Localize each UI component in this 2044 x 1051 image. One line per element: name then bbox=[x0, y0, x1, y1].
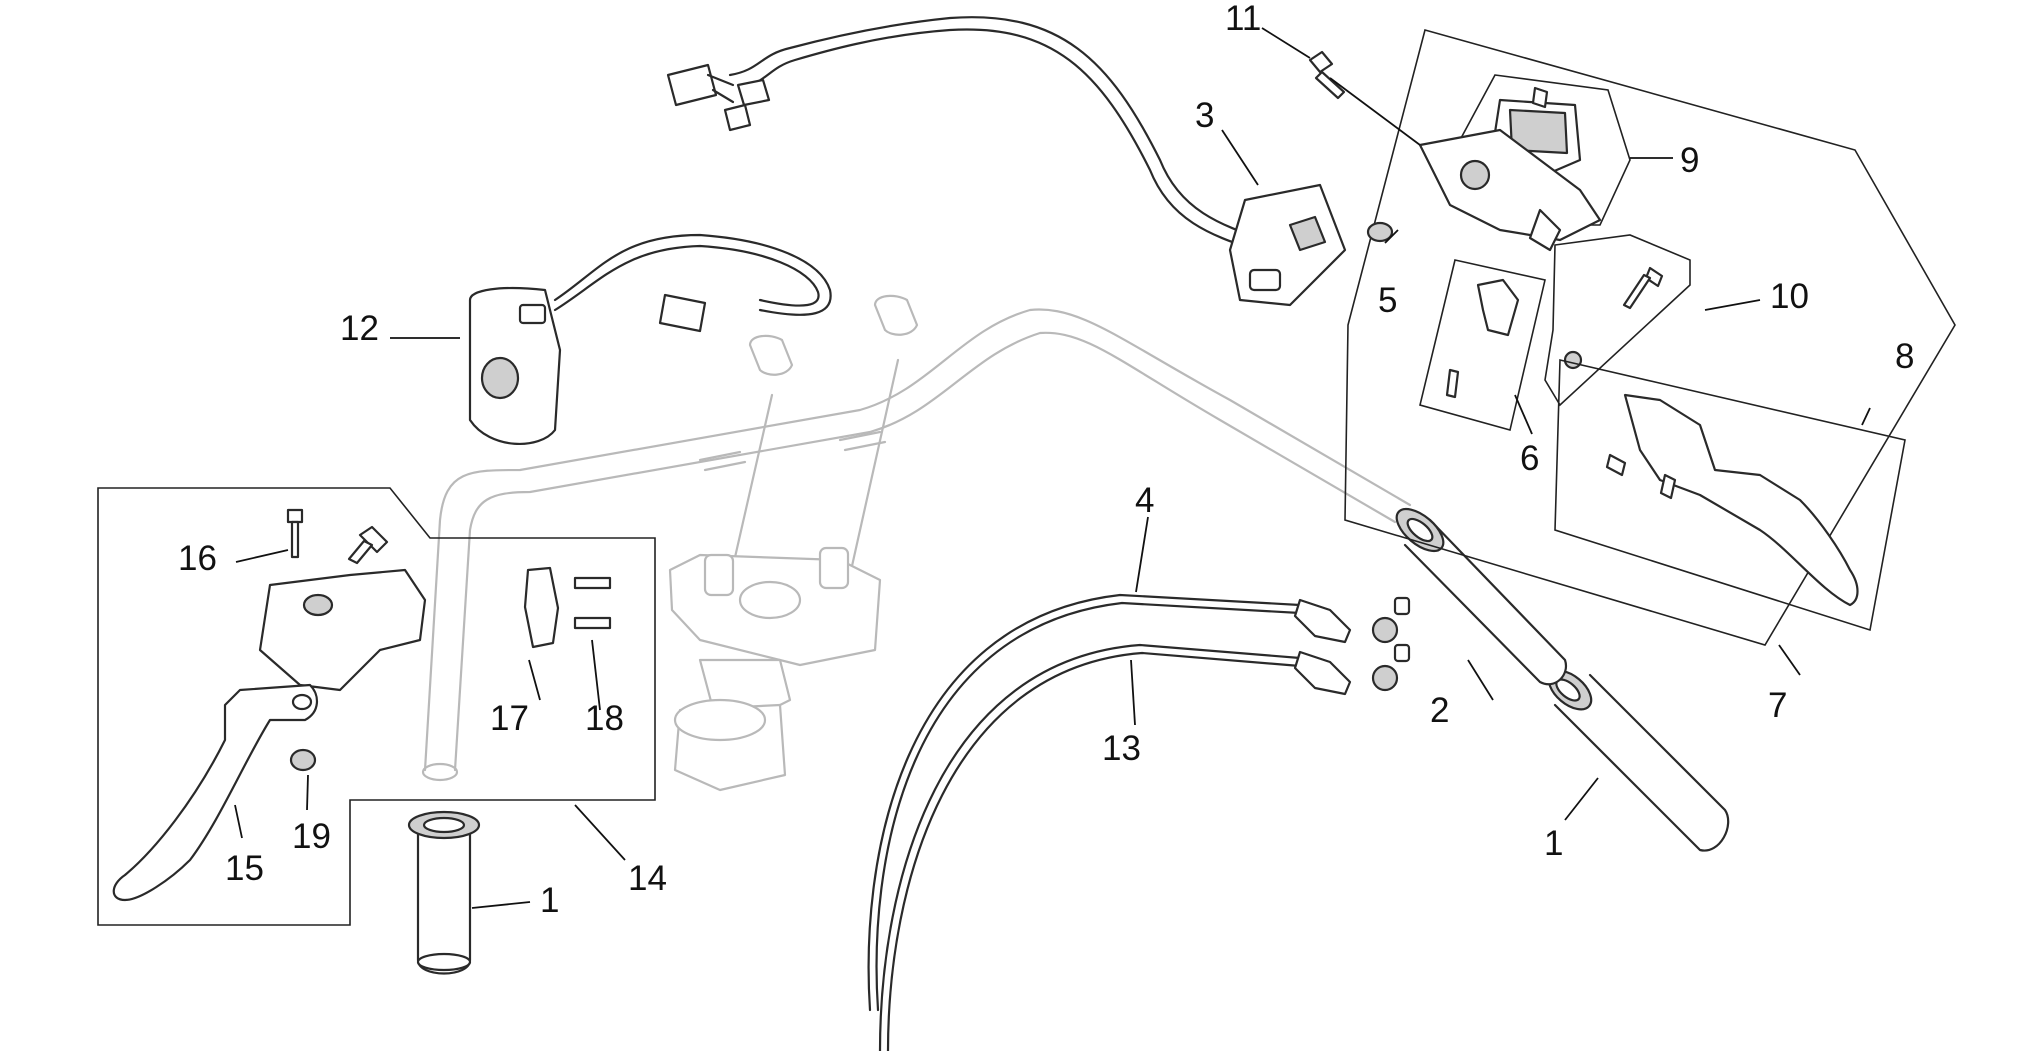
callout-13: 13 bbox=[1102, 729, 1141, 768]
bolt-11 bbox=[1308, 50, 1346, 100]
left-clutch-assembly-box bbox=[97, 487, 656, 926]
switch-box-6 bbox=[1419, 259, 1546, 431]
right-brake-assembly-box bbox=[1344, 29, 1956, 646]
callout-7: 7 bbox=[1768, 686, 1787, 725]
left-grip bbox=[407, 810, 481, 975]
callout-18: 18 bbox=[585, 699, 624, 738]
clamp-17 bbox=[523, 566, 560, 649]
callout-14: 14 bbox=[628, 859, 667, 898]
callout-1-left: 1 bbox=[540, 881, 559, 920]
callout-8: 8 bbox=[1895, 337, 1914, 376]
clutch-lever-perch bbox=[258, 525, 427, 692]
master-cylinder bbox=[1418, 86, 1602, 252]
brake-lever-box-8 bbox=[1554, 359, 1906, 632]
callout-16: 16 bbox=[178, 539, 217, 578]
callout-19: 19 bbox=[292, 817, 331, 856]
handlebar-clamp-and-yoke bbox=[668, 294, 919, 792]
callout-1-right: 1 bbox=[1544, 824, 1563, 863]
handlebar-tube bbox=[421, 308, 1412, 782]
right-grip bbox=[1547, 669, 1730, 852]
throttle-sleeve bbox=[1395, 507, 1568, 686]
callout-12: 12 bbox=[340, 309, 379, 348]
clutch-lever bbox=[112, 683, 318, 902]
callout-5: 5 bbox=[1378, 281, 1397, 320]
callout-2: 2 bbox=[1430, 691, 1449, 730]
callout-9: 9 bbox=[1680, 141, 1699, 180]
right-switch bbox=[666, 16, 1347, 307]
bolt-11-leader bbox=[1329, 77, 1421, 146]
lever-bolt-box-10 bbox=[1544, 234, 1691, 407]
screws-18 bbox=[573, 576, 612, 630]
callout-labels: 1 1 2 3 4 5 6 7 8 9 10 11 12 13 14 15 16… bbox=[178, 0, 1914, 920]
callout-6: 6 bbox=[1520, 439, 1539, 478]
nut-19 bbox=[289, 748, 317, 772]
callout-17: 17 bbox=[490, 699, 529, 738]
bolt-16 bbox=[286, 508, 304, 559]
callout-3: 3 bbox=[1195, 96, 1214, 135]
left-switch bbox=[468, 233, 832, 446]
brake-lever bbox=[1605, 393, 1859, 607]
callout-4: 4 bbox=[1135, 481, 1154, 520]
callout-10: 10 bbox=[1770, 277, 1809, 316]
callout-11: 11 bbox=[1225, 0, 1261, 38]
throttle-cables bbox=[867, 593, 1411, 1051]
callout-15: 15 bbox=[225, 849, 264, 888]
washer-5 bbox=[1366, 221, 1394, 243]
leader-lines bbox=[234, 27, 1871, 909]
